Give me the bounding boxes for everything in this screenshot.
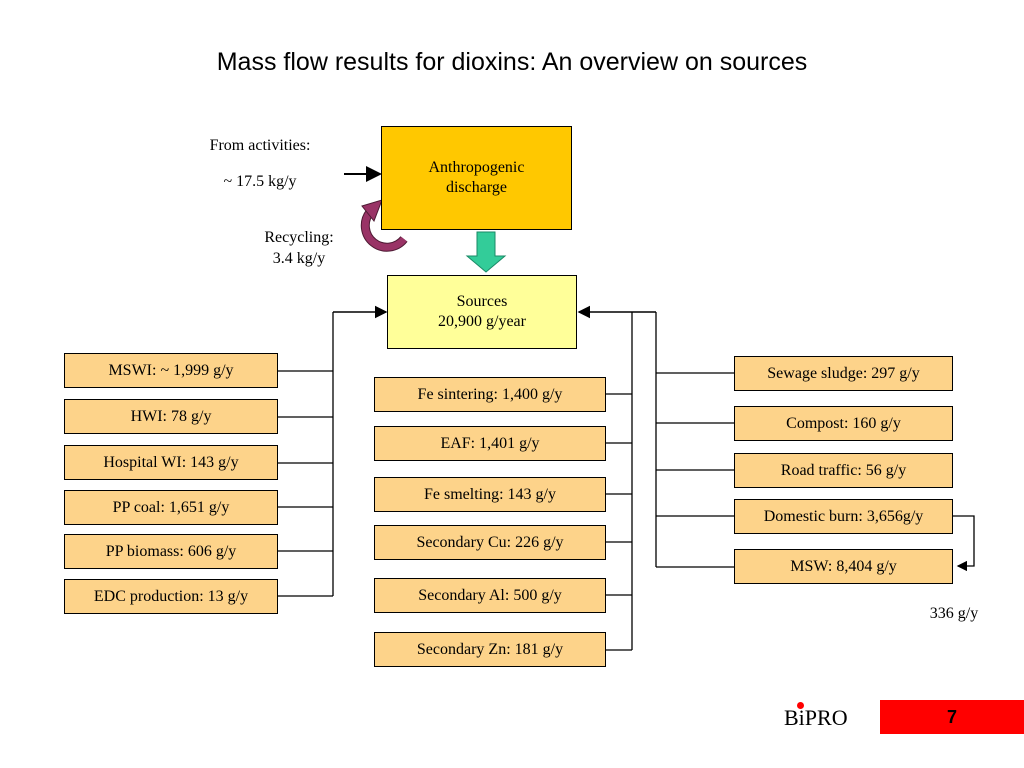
left-source-box: EDC production: 13 g/y xyxy=(64,579,278,614)
middle-source-box: Secondary Cu: 226 g/y xyxy=(374,525,606,560)
right-source-box: Sewage sludge: 297 g/y xyxy=(734,356,953,391)
transfer-arrow xyxy=(953,515,975,572)
anthropogenic-line1: Anthropogenic xyxy=(428,159,525,176)
transfer-label: 336 g/y xyxy=(929,605,979,622)
middle-source-box: EAF: 1,401 g/y xyxy=(374,426,606,461)
left-source-box: Hospital WI: 143 g/y xyxy=(64,445,278,480)
right-source-box: Domestic burn: 3,656g/y xyxy=(734,499,953,534)
recycling-label-text: Recycling: xyxy=(264,229,334,246)
down-arrow-icon xyxy=(465,231,507,273)
right-source-box: Road traffic: 56 g/y xyxy=(734,453,953,488)
right-source-box: Compost: 160 g/y xyxy=(734,406,953,441)
bipro-logo: BiPRO xyxy=(784,705,848,730)
left-source-box: PP biomass: 606 g/y xyxy=(64,534,278,569)
right-source-box: MSW: 8,404 g/y xyxy=(734,549,953,584)
left-source-box: MSWI: ~ 1,999 g/y xyxy=(64,353,278,388)
recycle-arrow-icon xyxy=(361,209,407,251)
recycling-label: Recycling: 3.4 kg/y xyxy=(244,228,354,270)
sources-line1: Sources xyxy=(456,293,508,310)
left-source-box: PP coal: 1,651 g/y xyxy=(64,490,278,525)
from-activities-value: ~ 17.5 kg/y xyxy=(223,173,297,190)
anthropogenic-discharge-box: Anthropogenic discharge xyxy=(381,126,572,230)
middle-source-box: Secondary Al: 500 g/y xyxy=(374,578,606,613)
from-activities-label: From activities: xyxy=(209,137,311,154)
page-title: Mass flow results for dioxins: An overvi… xyxy=(216,48,808,76)
anthropogenic-line2: discharge xyxy=(445,179,507,196)
page-number: 7 xyxy=(880,700,1024,734)
recycling-value: 3.4 kg/y xyxy=(272,249,326,267)
recycle-arrowhead xyxy=(361,199,383,222)
middle-source-box: Fe sintering: 1,400 g/y xyxy=(374,377,606,412)
left-source-box: HWI: 78 g/y xyxy=(64,399,278,434)
sources-line2: 20,900 g/year xyxy=(438,313,526,330)
middle-source-box: Secondary Zn: 181 g/y xyxy=(374,632,606,667)
logo-dot-icon xyxy=(797,702,804,709)
middle-source-box: Fe smelting: 143 g/y xyxy=(374,477,606,512)
sources-box: Sources 20,900 g/year xyxy=(387,275,577,349)
